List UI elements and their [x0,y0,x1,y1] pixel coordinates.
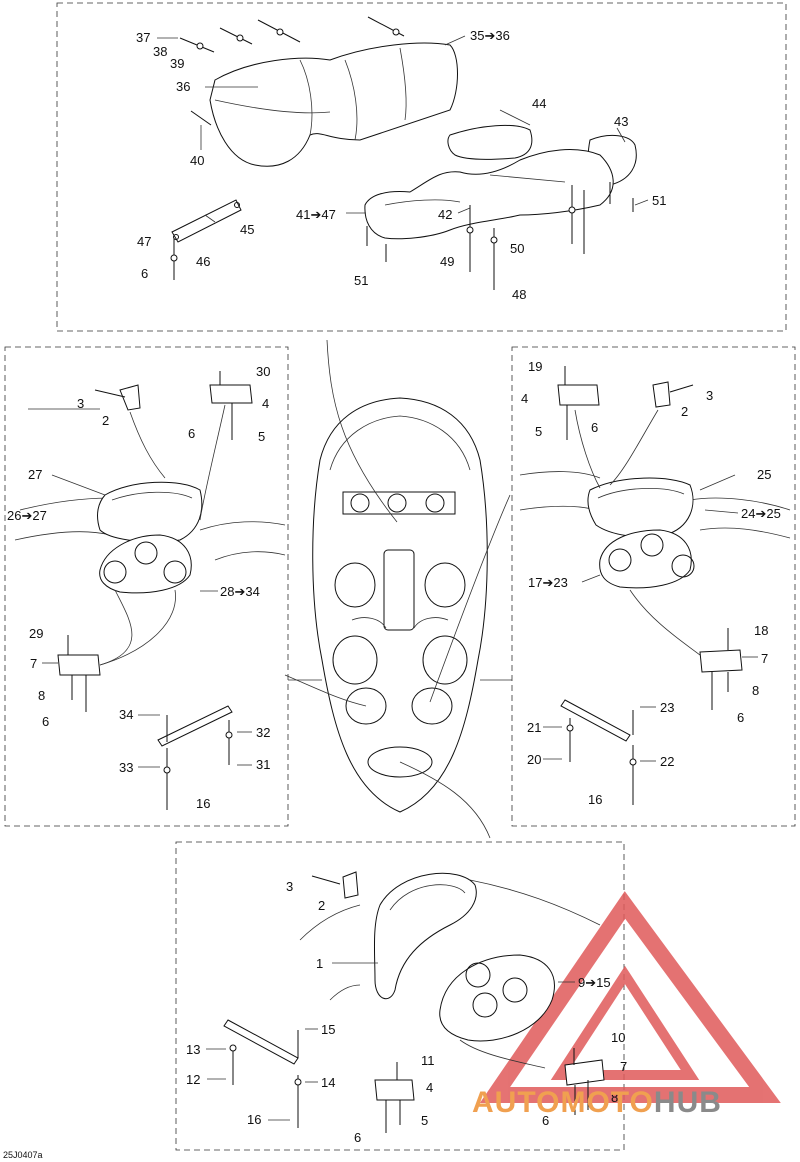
svg-text:AUTOMOTOHUB: AUTOMOTOHUB [472,1086,722,1119]
callout-right-0: 19 [528,359,542,374]
callout-right-4: 5 [535,424,542,439]
callout-left-1: 2 [102,413,109,428]
callout-left-4: 6 [188,426,195,441]
callout-left-2: 30 [256,364,270,379]
drawing-code: 25J0407a [3,1150,43,1160]
callout-left-8: 28➔34 [220,584,260,599]
callout-left-7: 26➔27 [7,508,47,523]
callout-bottom-8: 7 [620,1059,627,1074]
callout-bottom-7: 11 [421,1053,435,1068]
callout-right-9: 18 [754,623,768,638]
callout-bottom-6: 10 [611,1030,625,1045]
hull-top-view [284,339,512,839]
callout-bottom-15: 5 [421,1113,428,1128]
callout-top-12: 47 [137,234,151,249]
fastener-stack-front [179,16,405,126]
watermark-text: AUTOMOTOHUB [472,1086,722,1119]
callout-left-10: 7 [30,656,37,671]
callout-right-7: 24➔25 [741,506,781,521]
callout-left-6: 27 [28,467,42,482]
seat-assembly [157,16,649,290]
callout-left-17: 16 [196,796,210,811]
watermark-logo [479,891,781,1103]
left-panel-frame [4,346,289,827]
callout-left-5: 5 [258,429,265,444]
right-storage-assembly [519,366,791,805]
callout-right-6: 25 [757,467,771,482]
callout-right-1: 4 [521,391,528,406]
callout-top-16: 50 [510,241,524,256]
callout-right-11: 8 [752,683,759,698]
callout-top-0: 37 [136,30,150,45]
callout-left-0: 3 [77,396,84,411]
callout-right-17: 16 [588,792,602,807]
callout-right-16: 22 [660,754,674,769]
callout-left-13: 34 [119,707,133,722]
callout-right-15: 20 [527,752,541,767]
callout-bottom-5: 13 [186,1042,200,1057]
callout-left-12: 6 [42,714,49,729]
callout-bottom-4: 15 [321,1022,335,1037]
bottom-panel-frame [175,841,625,1151]
callout-bottom-9: 4 [426,1080,433,1095]
callout-left-14: 32 [256,725,270,740]
callout-top-17: 51 [354,273,368,288]
callout-top-18: 48 [512,287,526,302]
callout-top-14: 46 [196,254,210,269]
callout-top-5: 35➔36 [470,28,510,43]
callout-right-3: 2 [681,404,688,419]
callout-top-6: 44 [532,96,546,111]
callout-top-3: 36 [176,79,190,94]
callout-bottom-12: 8 [611,1090,618,1105]
callout-labels: 37 38 39 36 40 35➔36 44 43 41➔47 42 51 4… [7,28,781,1145]
right-panel-frame [511,346,796,827]
glovebox-assembly [206,871,605,1133]
callout-left-9: 29 [29,626,43,641]
fastener-stack-rear [170,182,634,290]
callout-bottom-2: 1 [316,956,323,971]
watermark-moto: MOTO [560,1086,653,1119]
callout-top-2: 39 [170,56,184,71]
callout-right-13: 21 [527,720,541,735]
callout-left-3: 4 [262,396,269,411]
callout-bottom-10: 12 [186,1072,200,1087]
callout-top-7: 43 [614,114,628,129]
callout-top-8: 41➔47 [296,207,336,222]
callout-right-12: 6 [737,710,744,725]
callout-right-10: 7 [761,651,768,666]
callout-top-9: 42 [438,207,452,222]
callout-right-5: 6 [591,420,598,435]
callout-right-8: 17➔23 [528,575,568,590]
top-panel-frame [56,2,787,332]
frames [4,2,796,1151]
watermark-auto: AUTO [472,1086,560,1119]
callout-bottom-0: 3 [286,879,293,894]
callout-top-13: 6 [141,266,148,281]
callout-bottom-13: 16 [247,1112,261,1127]
callout-bottom-16: 6 [354,1130,361,1145]
callout-right-2: 3 [706,388,713,403]
callout-top-10: 51 [652,193,666,208]
callout-top-11: 45 [240,222,254,237]
watermark-hub: HUB [654,1086,722,1119]
callout-bottom-1: 2 [318,898,325,913]
callout-bottom-3: 9➔15 [578,975,611,990]
callout-left-15: 33 [119,760,133,775]
callout-left-16: 31 [256,757,270,772]
callout-bottom-14: 6 [542,1113,549,1128]
callout-bottom-11: 14 [321,1075,335,1090]
callout-top-15: 49 [440,254,454,269]
left-storage-assembly [14,371,286,810]
callout-right-14: 23 [660,700,674,715]
callout-left-11: 8 [38,688,45,703]
callout-top-1: 38 [153,44,167,59]
callout-top-4: 40 [190,153,204,168]
